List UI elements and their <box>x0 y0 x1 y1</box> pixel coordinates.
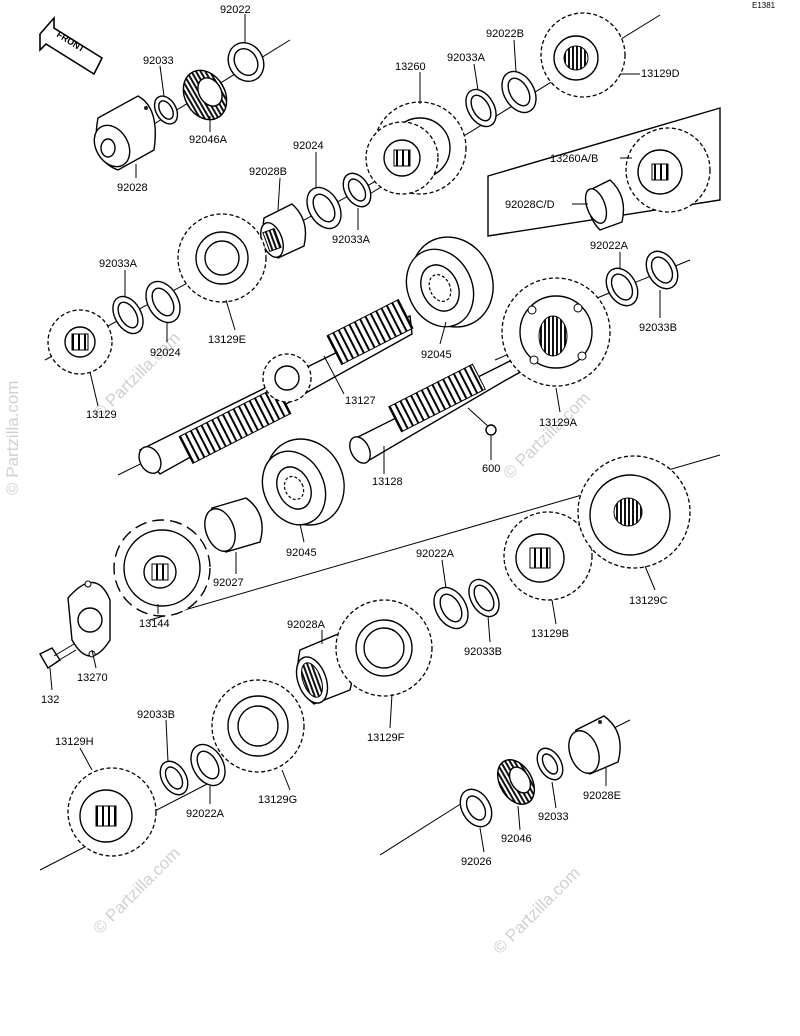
part-13129D-gear[interactable] <box>540 12 626 98</box>
part-92033-circlip[interactable] <box>150 92 182 128</box>
label-92033A: 92033A <box>332 234 371 246</box>
part-labels: 92022 92033 92046A 92028 13260 92033A 92… <box>41 4 680 868</box>
label-92028A: 92028A <box>287 619 326 631</box>
part-13128-output-shaft[interactable] <box>346 354 528 467</box>
part-92033B-circlip[interactable] <box>640 246 684 295</box>
label-92022B: 92022B <box>486 28 524 40</box>
label-92033A: 92033A <box>447 52 486 64</box>
part-92045-bearing[interactable] <box>394 223 508 340</box>
part-92022A-washer[interactable] <box>427 581 475 634</box>
label-92028CD: 92028C/D <box>505 199 555 211</box>
label-13129A: 13129A <box>539 417 578 429</box>
label-13144: 13144 <box>139 618 170 630</box>
label-92022A: 92022A <box>186 808 225 820</box>
part-13129H-gear[interactable] <box>67 767 157 857</box>
label-92046: 92046 <box>501 833 532 845</box>
label-92022A: 92022A <box>590 240 629 252</box>
watermark: © Partzilla.com <box>489 863 583 957</box>
part-92045-bearing[interactable] <box>251 426 358 538</box>
part-92028E-collar[interactable] <box>563 715 621 777</box>
label-92045: 92045 <box>286 547 317 559</box>
part-92022-washer[interactable] <box>221 36 270 88</box>
part-92024-washer[interactable] <box>300 181 348 234</box>
part-13129E-gear[interactable] <box>177 213 267 303</box>
part-92033A-circlip[interactable] <box>460 84 503 132</box>
part-92033A-circlip[interactable] <box>107 291 150 339</box>
label-92033B: 92033B <box>137 709 175 721</box>
part-92033B-circlip[interactable] <box>463 574 506 622</box>
label-92045: 92045 <box>421 349 452 361</box>
part-92028-collar[interactable] <box>87 95 156 173</box>
label-13128: 13128 <box>372 476 403 488</box>
watermark: © Partzilla.com <box>3 380 22 495</box>
label-92022A: 92022A <box>416 548 455 560</box>
part-600-ball[interactable] <box>467 407 497 436</box>
part-92022A-washer[interactable] <box>184 738 232 791</box>
label-92026: 92026 <box>461 856 492 868</box>
label-13129F: 13129F <box>367 732 405 744</box>
watermark: © Partzilla.com <box>89 843 183 937</box>
label-92027: 92027 <box>213 577 244 589</box>
part-13129C-gear[interactable] <box>577 455 691 569</box>
part-92026-washer[interactable] <box>454 784 498 833</box>
part-92027-collar[interactable] <box>199 497 263 555</box>
label-92024: 92024 <box>293 140 324 152</box>
label-132: 132 <box>41 694 59 706</box>
part-92033-circlip[interactable] <box>532 744 568 784</box>
part-92033A-circlip[interactable] <box>338 168 377 211</box>
part-13260-gear[interactable] <box>365 101 467 195</box>
label-92024: 92024 <box>150 347 181 359</box>
part-92028CD-collar[interactable] <box>581 179 625 231</box>
label-92046A: 92046A <box>189 134 228 146</box>
label-13129D: 13129D <box>641 68 680 80</box>
part-13144-sprocket[interactable] <box>113 519 211 617</box>
label-92033B: 92033B <box>639 322 677 334</box>
label-13260AB: 13260A/B <box>550 153 598 165</box>
diagram-code: E1381 <box>752 1 776 10</box>
label-92028B: 92028B <box>249 166 287 178</box>
label-600: 600 <box>482 463 500 475</box>
part-92046-needle-bearing[interactable] <box>490 753 542 811</box>
part-13129G-gear[interactable] <box>211 679 305 773</box>
label-92028E: 92028E <box>583 790 621 802</box>
front-direction-icon: FRONT <box>39 15 104 76</box>
label-13129C: 13129C <box>629 595 668 607</box>
part-13129A-gear[interactable] <box>501 277 611 387</box>
label-13129B: 13129B <box>531 628 569 640</box>
label-92028: 92028 <box>117 182 148 194</box>
part-13129F-gear[interactable] <box>335 599 433 697</box>
label-13129H: 13129H <box>55 736 94 748</box>
label-13129E: 13129E <box>208 334 246 346</box>
label-92022: 92022 <box>220 4 251 16</box>
part-13129-gear[interactable] <box>47 309 113 375</box>
label-92033B: 92033B <box>464 646 502 658</box>
watermark: © Partzilla.com <box>499 388 593 482</box>
part-13260AB-gear[interactable] <box>625 127 711 213</box>
label-13260: 13260 <box>395 61 426 73</box>
label-13129G: 13129G <box>258 794 297 806</box>
part-92024-washer[interactable] <box>139 275 187 328</box>
part-92022B-washer[interactable] <box>495 65 543 118</box>
part-132-bolt[interactable] <box>39 643 77 669</box>
part-92022A-washer[interactable] <box>600 263 644 312</box>
part-13127-input-shaft[interactable] <box>135 298 414 477</box>
label-13270: 13270 <box>77 672 108 684</box>
label-92033: 92033 <box>538 811 569 823</box>
label-13127: 13127 <box>345 395 376 407</box>
label-13129: 13129 <box>86 409 117 421</box>
leader-lines <box>49 14 661 853</box>
part-92033B-circlip[interactable] <box>155 756 194 799</box>
label-92033A: 92033A <box>99 258 138 270</box>
part-92046A-needle-bearing[interactable] <box>175 62 236 127</box>
part-92028B-bushing[interactable] <box>256 203 307 260</box>
part-13270-lock-plate[interactable] <box>67 580 111 658</box>
part-13129B-gear[interactable] <box>503 511 593 601</box>
label-92033: 92033 <box>143 55 174 67</box>
